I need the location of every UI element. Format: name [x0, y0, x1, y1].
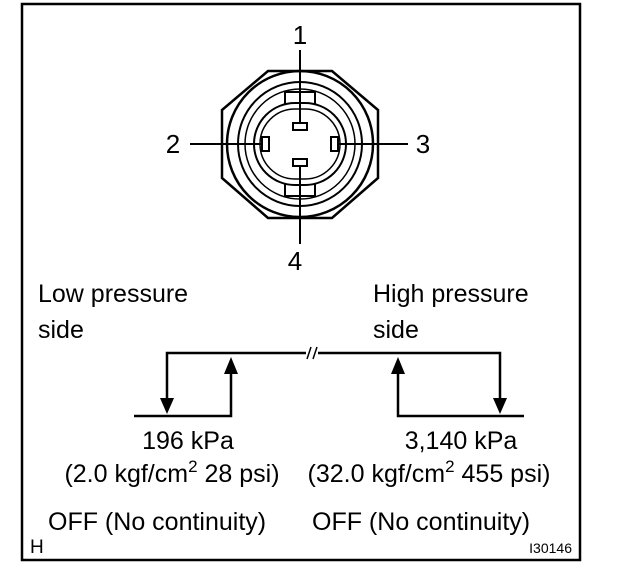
high-side-down-arrow: [493, 398, 507, 414]
low-alt-close: 28 psi): [198, 460, 280, 488]
graph-high-base: [396, 372, 524, 418]
low-alt-sup: 2: [188, 457, 197, 476]
figure-id: I30146: [529, 540, 572, 556]
high-alt-open: (32.0 kgf/cm: [308, 460, 446, 488]
terminal-1: [292, 122, 308, 131]
graph-low-base: [134, 372, 233, 418]
graph-break-mark-1: [306, 346, 312, 360]
terminal-4: [292, 158, 308, 167]
low-side-label-line1: Low pressure: [38, 280, 188, 308]
graph-top-line-left: [165, 351, 306, 398]
high-pressure-kpa: 3,140 kPa: [405, 427, 518, 455]
graph-arrows: [160, 357, 507, 414]
low-side-state: OFF (No continuity): [48, 508, 266, 536]
corner-letter: H: [30, 537, 44, 558]
low-side-up-arrow: [224, 357, 238, 374]
graph-break-mark-2: [312, 346, 318, 360]
graph-top-line-right: [318, 351, 502, 398]
high-alt-sup: 2: [445, 457, 454, 476]
pin-3-label: 3: [416, 129, 430, 159]
high-side-label-line2: side: [373, 316, 419, 344]
pin-2-label: 2: [166, 129, 180, 159]
low-alt-open: (2.0 kgf/cm: [64, 460, 188, 488]
diagram-border: [20, 2, 582, 562]
high-pressure-alt: (32.0 kgf/cm2 455 psi): [308, 457, 551, 488]
high-side-state: OFF (No continuity): [312, 508, 530, 536]
high-side-up-arrow: [391, 357, 405, 374]
hysteresis-graph: [134, 346, 524, 418]
terminal-3: [330, 136, 339, 152]
low-side-label-line2: side: [38, 316, 84, 344]
low-side-down-arrow: [160, 398, 174, 414]
terminal-2: [261, 136, 270, 152]
pin-leaders: [190, 50, 408, 244]
low-pressure-kpa: 196 kPa: [142, 427, 234, 455]
high-side-label-line1: High pressure: [373, 280, 529, 308]
low-pressure-alt: (2.0 kgf/cm2 28 psi): [64, 457, 279, 488]
pin-1-label: 1: [293, 20, 307, 50]
high-alt-close: 455 psi): [455, 460, 551, 488]
pin-4-label: 4: [288, 246, 302, 276]
